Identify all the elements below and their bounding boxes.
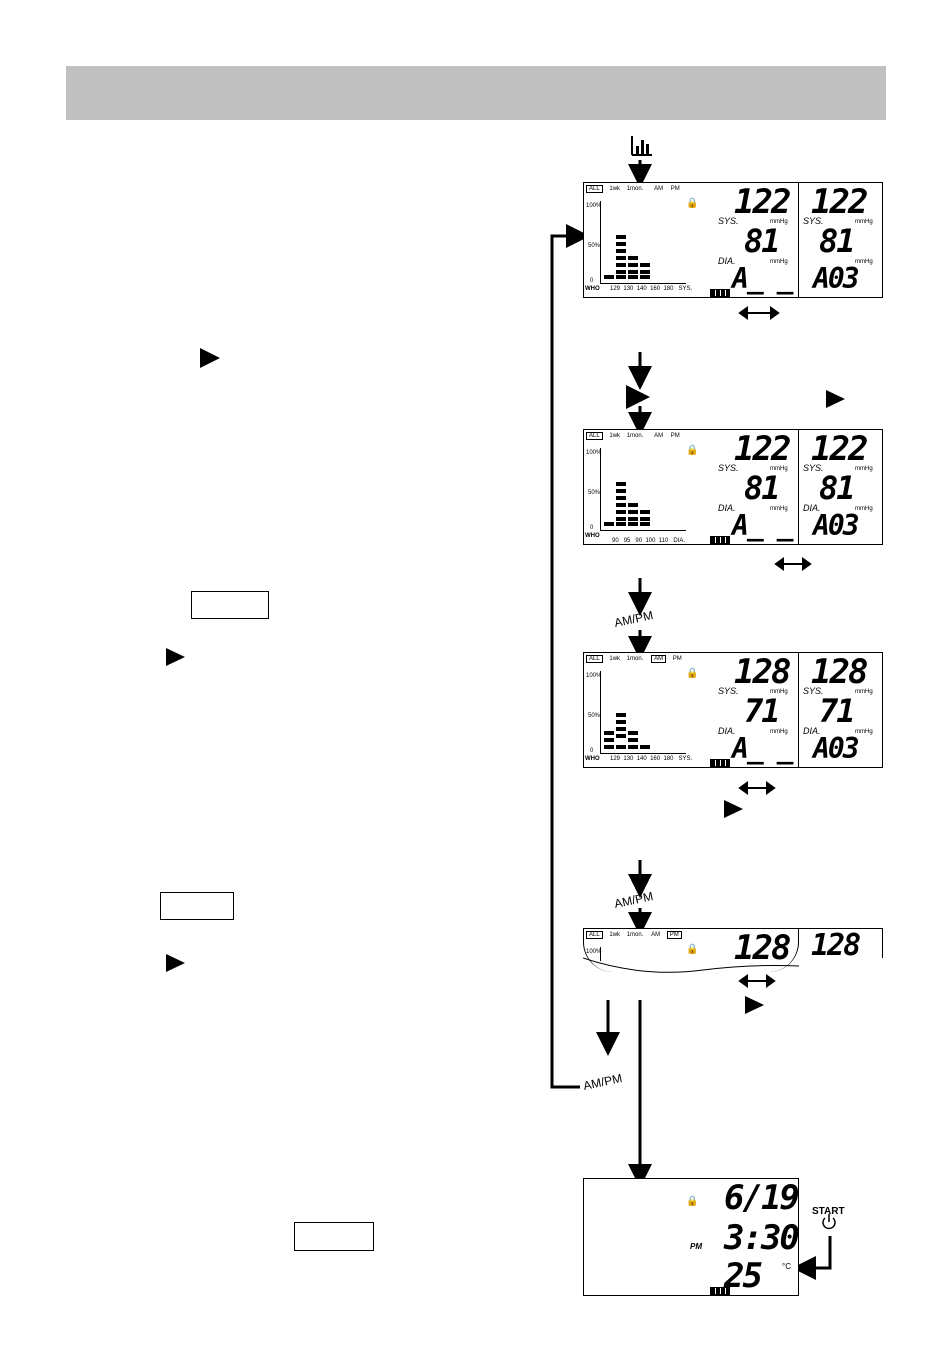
button-box-3: [294, 1222, 374, 1251]
battery-icon: [710, 759, 730, 767]
battery-icon: [710, 1287, 730, 1295]
button-box-2: [160, 892, 234, 920]
start-button-label: START: [812, 1206, 845, 1217]
tab-bar: ALL 1wk 1mon. AM PM: [586, 185, 680, 193]
lcd-torn-edge: [583, 957, 799, 973]
battery-icon: [710, 289, 730, 297]
lcd-side-panel-4: 128: [799, 928, 883, 958]
play-marker-6: [745, 996, 764, 1014]
ampm-indicator: PM: [690, 1242, 702, 1251]
play-marker-3: [166, 954, 185, 972]
play-marker-1: [200, 348, 220, 368]
play-button-main: [626, 385, 650, 409]
temp-value: 25: [724, 1256, 763, 1296]
play-marker-5: [724, 800, 743, 818]
lcd-screen-clock: 🔒 6/19 3:30 PM 25 °C: [583, 1178, 799, 1296]
power-icon: [822, 1214, 836, 1230]
lcd-screen-dia-all: ALL 1wk 1mon. AM PM 100% 50% 0 WHO 90 95…: [583, 429, 799, 545]
lcd-side-panel-1: 122 SYS. mmHg 81 mmHg A03: [799, 182, 883, 298]
user-lock-icon: 🔒: [686, 445, 699, 456]
date-value: 6/19: [724, 1178, 798, 1218]
play-marker-4: [826, 390, 845, 408]
mode-value: A_ _: [732, 262, 793, 295]
temp-unit: °C: [782, 1262, 791, 1271]
section-header-bar: [66, 66, 886, 120]
dia-value: 81: [744, 222, 781, 260]
lcd-side-panel-3: 128 SYS. mmHg 71 DIA. mmHg A03: [799, 652, 883, 768]
user-lock-icon: 🔒: [686, 944, 699, 955]
bar-chart-icon: [631, 136, 652, 156]
battery-icon: [710, 536, 730, 544]
lcd-screen-sys-pm-partial: ALL 1wk 1mon. AM PM 100% 🔒 128: [583, 928, 799, 972]
user-lock-icon: 🔒: [686, 198, 699, 209]
play-marker-2: [166, 648, 185, 666]
user-lock-icon: 🔒: [686, 1196, 699, 1207]
lcd-side-panel-2: 122 SYS. mmHg 81 DIA. mmHg A03: [799, 429, 883, 545]
sys-value: 122: [734, 182, 791, 222]
lcd-screen-sys-am: ALL 1wk 1mon. AM PM 100% 50% 0 WHO 129 1…: [583, 652, 799, 768]
button-box-1: [191, 591, 269, 619]
lcd-screen-sys-all: ALL 1wk 1mon. AM PM 100% 50% 0 WHO 129 1…: [583, 182, 799, 298]
time-value: 3:30: [724, 1218, 798, 1258]
user-lock-icon: 🔒: [686, 668, 699, 679]
